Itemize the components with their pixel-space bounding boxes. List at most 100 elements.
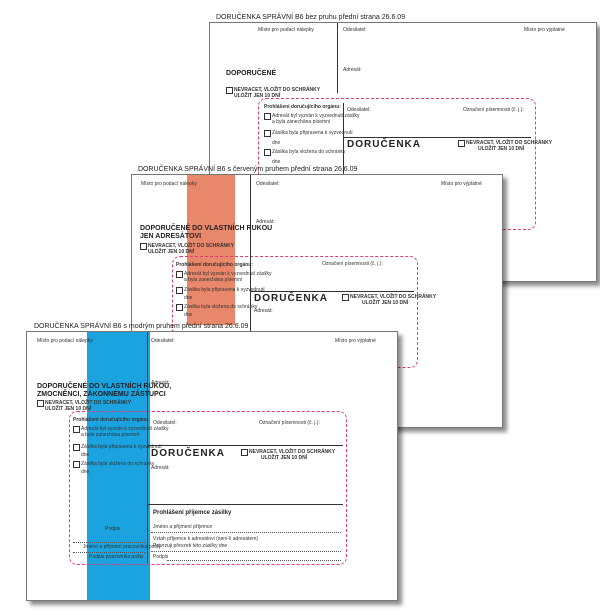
declaration-title: Prohlášení doručujícího orgánu: (73, 417, 150, 423)
blue-stripe (87, 332, 150, 600)
nevracet-label: NEVRACET, VLOŽIT DO SCHRÁNKY (466, 140, 553, 146)
date-label: dne (81, 452, 90, 458)
red-stripe (187, 175, 235, 325)
divider (343, 103, 344, 228)
option-checkbox[interactable] (73, 461, 80, 468)
sender-label: Odesilatel: (256, 181, 280, 187)
dorucenka-title: DORUČENKA (151, 448, 225, 459)
stamp-area-label: Místo pro podací nálepky (141, 181, 197, 187)
reference-label: Označení písemnosti (č. j.): (463, 107, 524, 113)
recipient-label: Adresát: (151, 465, 170, 471)
divider (250, 256, 251, 366)
divider (250, 175, 251, 265)
declaration-area: Prohlášení doručujícího orgánu: Adresát … (262, 103, 360, 173)
nevracet-checkbox[interactable] (140, 243, 147, 250)
declaration-title: Prohlášení doručujícího orgánu: (264, 104, 341, 110)
option-checkbox[interactable] (264, 130, 271, 137)
option-label: Zásilka byla vložena do schránky (272, 149, 346, 155)
dorucenka-title: DORUČENKA (347, 139, 421, 150)
field-line (151, 532, 341, 533)
option-label: Zásilka byla vložena do schránky (184, 304, 258, 310)
stamp-area-label: Místo pro podací nálepky (37, 338, 93, 344)
nevracet-label: NEVRACET, VLOŽIT DO SCHRÁNKY (45, 400, 132, 406)
signature-line (73, 552, 145, 553)
postage-area-label: Místo pro výplatné (524, 27, 565, 33)
recipient-label: Adresát: (254, 308, 273, 314)
sender-label: Odesilatel: (151, 338, 175, 344)
field-line (167, 560, 341, 561)
signature-label: Podpis (105, 526, 121, 532)
ulozit-label: ULOŽIT JEN 10 DNÍ (234, 93, 281, 99)
option-checkbox[interactable] (264, 113, 271, 120)
confirm-label: Potvrzuji převzetí této zásilky dne (153, 543, 228, 549)
divider (250, 291, 414, 292)
nevracet-checkbox[interactable] (342, 294, 349, 301)
divider (343, 137, 531, 138)
relation-label: Vztah příjemce k adresátovi (není-li adr… (153, 536, 259, 542)
cut-line (69, 411, 347, 565)
sheet3-caption: DORUČENKA SPRÁVNÍ B6 s modrým pruhem pře… (34, 323, 249, 330)
sheet3: Místo pro podací nálepky Odesilatel: Mís… (26, 331, 398, 601)
doporucene-heading: DOPORUČENÉ DO VLASTNÍCH RUKOU, (37, 383, 172, 390)
postal-worker-name-label: Jméno a příjmení pracovníka pošty (83, 544, 161, 550)
option-checkbox[interactable] (264, 149, 271, 156)
signature-line (73, 542, 145, 543)
doporucene-heading: DOPORUČENÉ (226, 70, 277, 77)
recipient-label: Adresát: (256, 219, 275, 225)
date-label: dne (81, 469, 90, 475)
option-checkbox[interactable] (176, 304, 183, 311)
option-checkbox[interactable] (176, 287, 183, 294)
postal-worker-signature-label: Podpis pracovníka pošty (89, 554, 144, 560)
sender-label: Odesilatel: (347, 107, 371, 113)
option-label: Adresát byl vyzván k vyzvednutí zásilky (272, 113, 360, 119)
field-line (151, 551, 341, 552)
recipient-label: Adresát: (151, 380, 170, 386)
reference-label: Označení písemnosti (č. j.): (322, 261, 383, 267)
date-label: dne (184, 295, 193, 301)
nevracet-label: NEVRACET, VLOŽIT DO SCHRÁNKY (249, 449, 336, 455)
ulozit-label: ULOŽIT JEN 10 DNÍ (362, 300, 409, 306)
sender-label: Odesilatel: (343, 27, 367, 33)
stamp-area-label: Místo pro podací nálepky (258, 27, 314, 33)
option-label: a byla zanechána písemní (81, 432, 140, 438)
ulozit-label: ULOŽIT JEN 10 DNÍ (261, 455, 308, 461)
ulozit-label: ULOŽIT JEN 10 DNÍ (45, 406, 92, 412)
nevracet-checkbox[interactable] (37, 400, 44, 407)
option-label: Zásilka byla připravena k vyzvednutí (184, 287, 265, 293)
nevracet-checkbox[interactable] (226, 87, 233, 94)
option-label: Adresát byl vyzván k vyzvednutí zásilky (81, 426, 169, 432)
nevracet-checkbox[interactable] (458, 140, 465, 147)
doporucene-heading: ZMOCNĚNCI, ZÁKONNÉMU ZÁSTUPCI (37, 391, 166, 398)
dorucenka-title: DORUČENKA (254, 293, 328, 304)
option-checkbox[interactable] (73, 426, 80, 433)
reference-label: Označení písemnosti (č. j.): (259, 420, 320, 426)
nevracet-label: NEVRACET, VLOŽIT DO SCHRÁNKY (148, 243, 235, 249)
date-label: dne (272, 159, 281, 165)
date-label: dne (272, 140, 281, 146)
divider (147, 445, 343, 446)
sheet2-caption: DORUČENKA SPRÁVNÍ B6 s červeným pruhem p… (138, 166, 358, 173)
doporucene-heading: JEN ADRESÁTOVI (140, 233, 202, 240)
doporucene-heading: DOPORUČENÉ DO VLASTNÍCH RUKOU (140, 225, 273, 232)
divider (147, 332, 148, 412)
divider (147, 504, 343, 505)
option-label: Zásilka byla připravena k vyzvednutí (272, 130, 353, 136)
nevracet-checkbox[interactable] (241, 449, 248, 456)
postage-area-label: Místo pro výplatné (335, 338, 376, 344)
divider (337, 23, 338, 93)
option-checkbox[interactable] (176, 271, 183, 278)
option-label: Zásilka byla připravena k vyzvednutí (81, 444, 162, 450)
option-label: a byla zanechána písemní (272, 119, 331, 125)
divider (147, 411, 148, 563)
sender-label: Odesilatel: (153, 420, 177, 426)
date-label: dne (184, 312, 193, 318)
postage-area-label: Místo pro výplatné (441, 181, 482, 187)
ulozit-label: ULOŽIT JEN 10 DNÍ (148, 249, 195, 255)
ulozit-label: ULOŽIT JEN 10 DNÍ (478, 146, 525, 152)
option-label: Adresát byl vyzván k vyzvednutí zásilky (184, 271, 272, 277)
option-checkbox[interactable] (73, 444, 80, 451)
nevracet-label: NEVRACET, VLOŽIT DO SCHRÁNKY (350, 294, 437, 300)
declaration-title: Prohlášení doručujícího orgánu: (176, 262, 253, 268)
option-label: Zásilka byla vložena do schránky (81, 461, 155, 467)
recipient-name-label: Jméno a příjmení příjemce (153, 524, 213, 530)
